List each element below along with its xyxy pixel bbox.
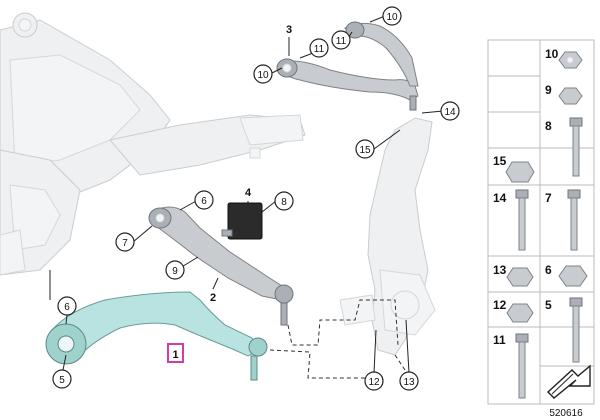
direction-arrow-icon xyxy=(546,364,591,399)
highlight-box xyxy=(167,343,184,363)
callout-15: 15 xyxy=(359,145,371,156)
callout-2: 2 xyxy=(210,292,216,304)
callout-6-top: 6 xyxy=(201,196,207,207)
bolt-shaft-icon xyxy=(570,197,578,251)
table-num-11: 11 xyxy=(493,333,506,347)
rubber-mount xyxy=(221,202,263,240)
table-num-15: 15 xyxy=(493,154,507,168)
table-num-8: 8 xyxy=(545,119,552,133)
bolt-shaft-icon xyxy=(572,125,580,177)
subframe-ghost xyxy=(0,12,306,276)
callout-4: 4 xyxy=(245,187,252,199)
wishbone xyxy=(148,206,294,326)
callout-10b: 13 xyxy=(403,377,415,388)
hex-nut-icon xyxy=(506,303,534,323)
callout-10a: 12 xyxy=(368,377,380,388)
callout-5: 5 xyxy=(59,375,65,386)
hex-nut-icon xyxy=(506,267,534,287)
callout-14: 14 xyxy=(444,107,456,118)
callout-12: 10 xyxy=(386,12,398,23)
hex-nut-icon xyxy=(558,265,588,287)
callout-7: 7 xyxy=(122,238,128,249)
bolt-shaft-icon xyxy=(518,341,526,399)
callout-11b: 11 xyxy=(336,36,347,47)
table-num-6: 6 xyxy=(545,263,552,277)
bolt-head-icon xyxy=(515,333,529,343)
table-num-9: 9 xyxy=(545,83,552,97)
bolt-head-icon xyxy=(569,297,583,307)
bolt-shaft-icon xyxy=(572,305,580,363)
upper-control-arm xyxy=(276,21,419,111)
callout-1: 1 xyxy=(172,349,178,361)
parts-table: 10 9 8 15 14 7 13 6 12 5 11 xyxy=(487,39,595,405)
table-num-12: 12 xyxy=(493,298,507,312)
bolt-head-icon xyxy=(515,189,529,199)
callouts: 10 11 11 10 3 14 15 6 4 8 7 9 2 6 5 1 12… xyxy=(52,6,460,391)
hex-nut-icon xyxy=(558,87,583,105)
callout-6-bottom: 6 xyxy=(64,302,70,313)
callout-13: 10 xyxy=(257,70,269,81)
table-num-5: 5 xyxy=(545,298,552,312)
table-num-10: 10 xyxy=(545,47,559,61)
steering-knuckle-ghost xyxy=(339,117,436,356)
assembly-dashed-lines xyxy=(269,299,406,379)
bolt-head-icon xyxy=(569,117,583,127)
table-num-14: 14 xyxy=(493,191,507,205)
callout-3: 3 xyxy=(286,24,292,36)
flange-nut-icon xyxy=(505,161,535,183)
bolt-head-icon xyxy=(567,189,581,199)
table-num-7: 7 xyxy=(545,191,552,205)
callout-8: 8 xyxy=(281,197,287,208)
table-num-13: 13 xyxy=(493,263,507,277)
callout-11a: 11 xyxy=(314,44,325,55)
bolt-shaft-icon xyxy=(518,197,526,251)
tension-strut xyxy=(45,291,268,381)
callout-9: 9 xyxy=(172,266,178,277)
drawing-number: 520616 xyxy=(549,408,583,419)
